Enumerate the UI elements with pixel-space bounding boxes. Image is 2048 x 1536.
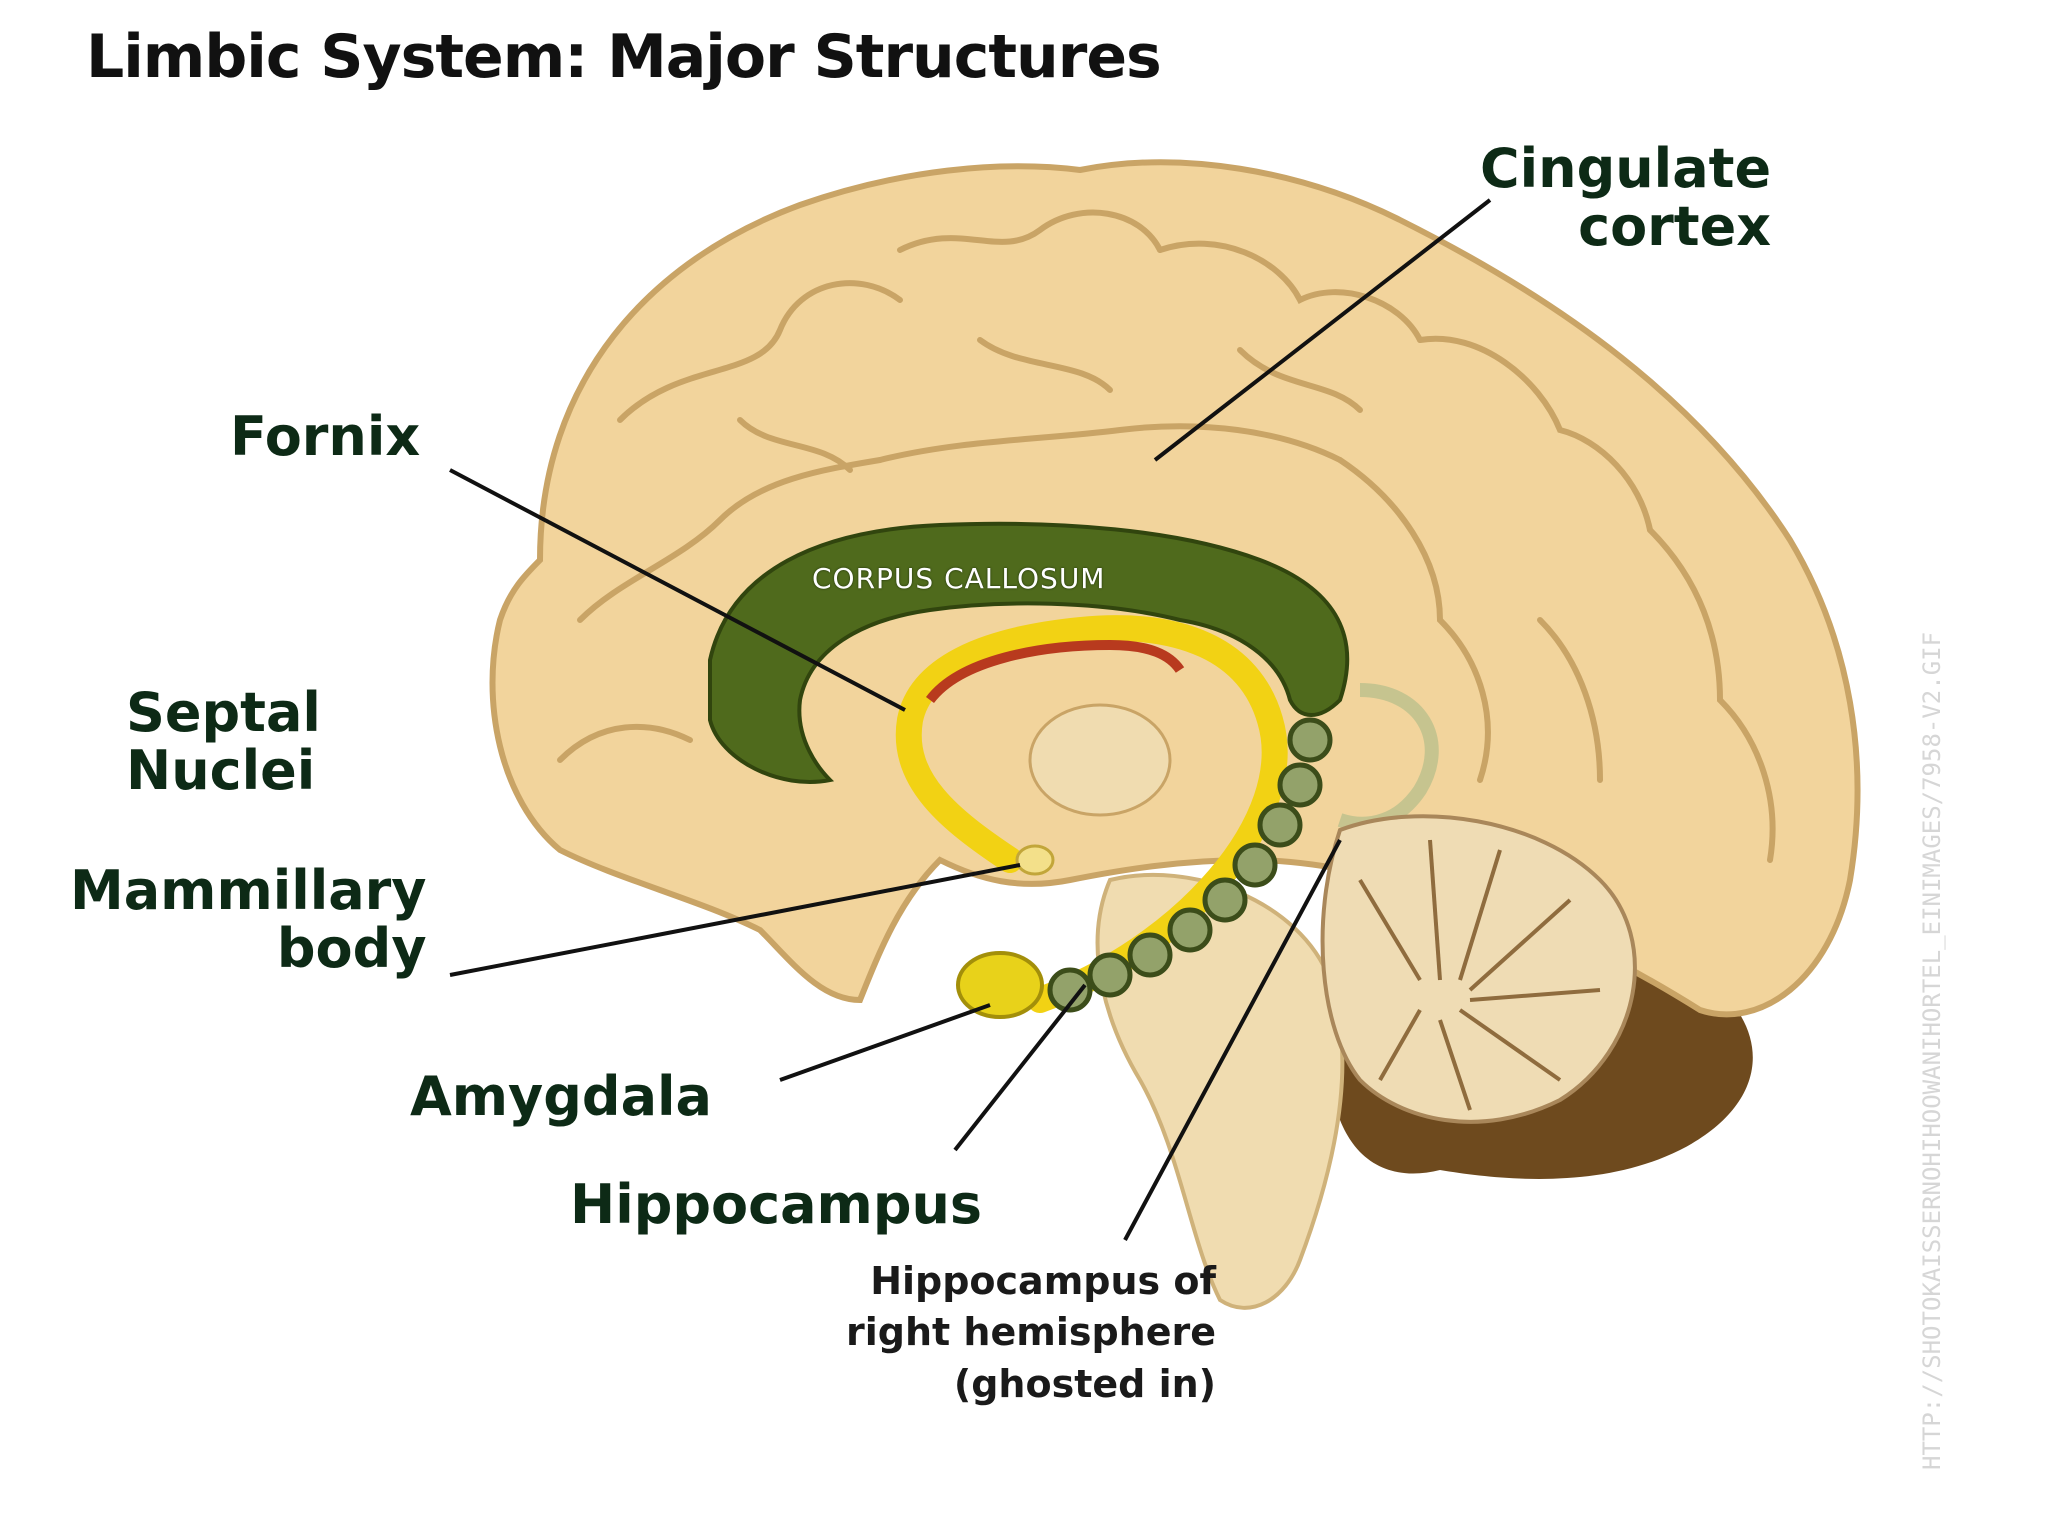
- label-corpus-callosum: CORPUS CALLOSUM: [812, 562, 1106, 595]
- label-cingulate-line-1: Cingulate: [1480, 137, 1772, 200]
- source-watermark: HTTP://SHOTOKAISSERNOHIHOOWANIHORTEL_EIN…: [1918, 631, 1946, 1470]
- label-fornix: Fornix: [230, 405, 421, 468]
- inner-arch: [926, 639, 1185, 704]
- diagram-title: Limbic System: Major Structures: [86, 22, 1162, 92]
- amygdala-shape: [956, 951, 1044, 1019]
- label-septal-line-1: Septal: [126, 681, 321, 744]
- label-septal-line-2: Nuclei: [126, 739, 316, 803]
- label-hippocampus-right-line-1: Hippocampus of: [870, 1259, 1217, 1303]
- label-mammillary-body: Mammillary body: [70, 859, 427, 981]
- label-mammillary-line-2: body: [276, 917, 427, 981]
- label-mammillary-line-1: Mammillary: [70, 859, 427, 922]
- label-hippocampus-right-hemisphere: Hippocampus of right hemisphere (ghosted…: [846, 1256, 1216, 1410]
- label-cingulate-cortex: Cingulate cortex: [1480, 137, 1772, 259]
- cerebellum-arbor: [1358, 839, 1601, 1111]
- label-hippocampus-right-line-3: (ghosted in): [953, 1361, 1217, 1406]
- label-septal-nuclei: Septal Nuclei: [126, 681, 321, 803]
- gyri-folds: [557, 209, 1776, 863]
- corpus-callosum: [708, 521, 1350, 784]
- label-amygdala: Amygdala: [410, 1065, 712, 1128]
- label-hippocampus: Hippocampus: [570, 1173, 983, 1236]
- fornix-arch: [895, 615, 1288, 1013]
- leader-lines: [449, 198, 1492, 1241]
- thalamus: [1028, 703, 1172, 817]
- brainstem: [1095, 872, 1345, 1310]
- label-hippocampus-right-line-2: right hemisphere: [846, 1310, 1217, 1355]
- mammillary-body-shape: [1015, 844, 1055, 876]
- label-cingulate-line-2: cortex: [1578, 195, 1772, 259]
- hippocampus-chain: [1047, 717, 1333, 1013]
